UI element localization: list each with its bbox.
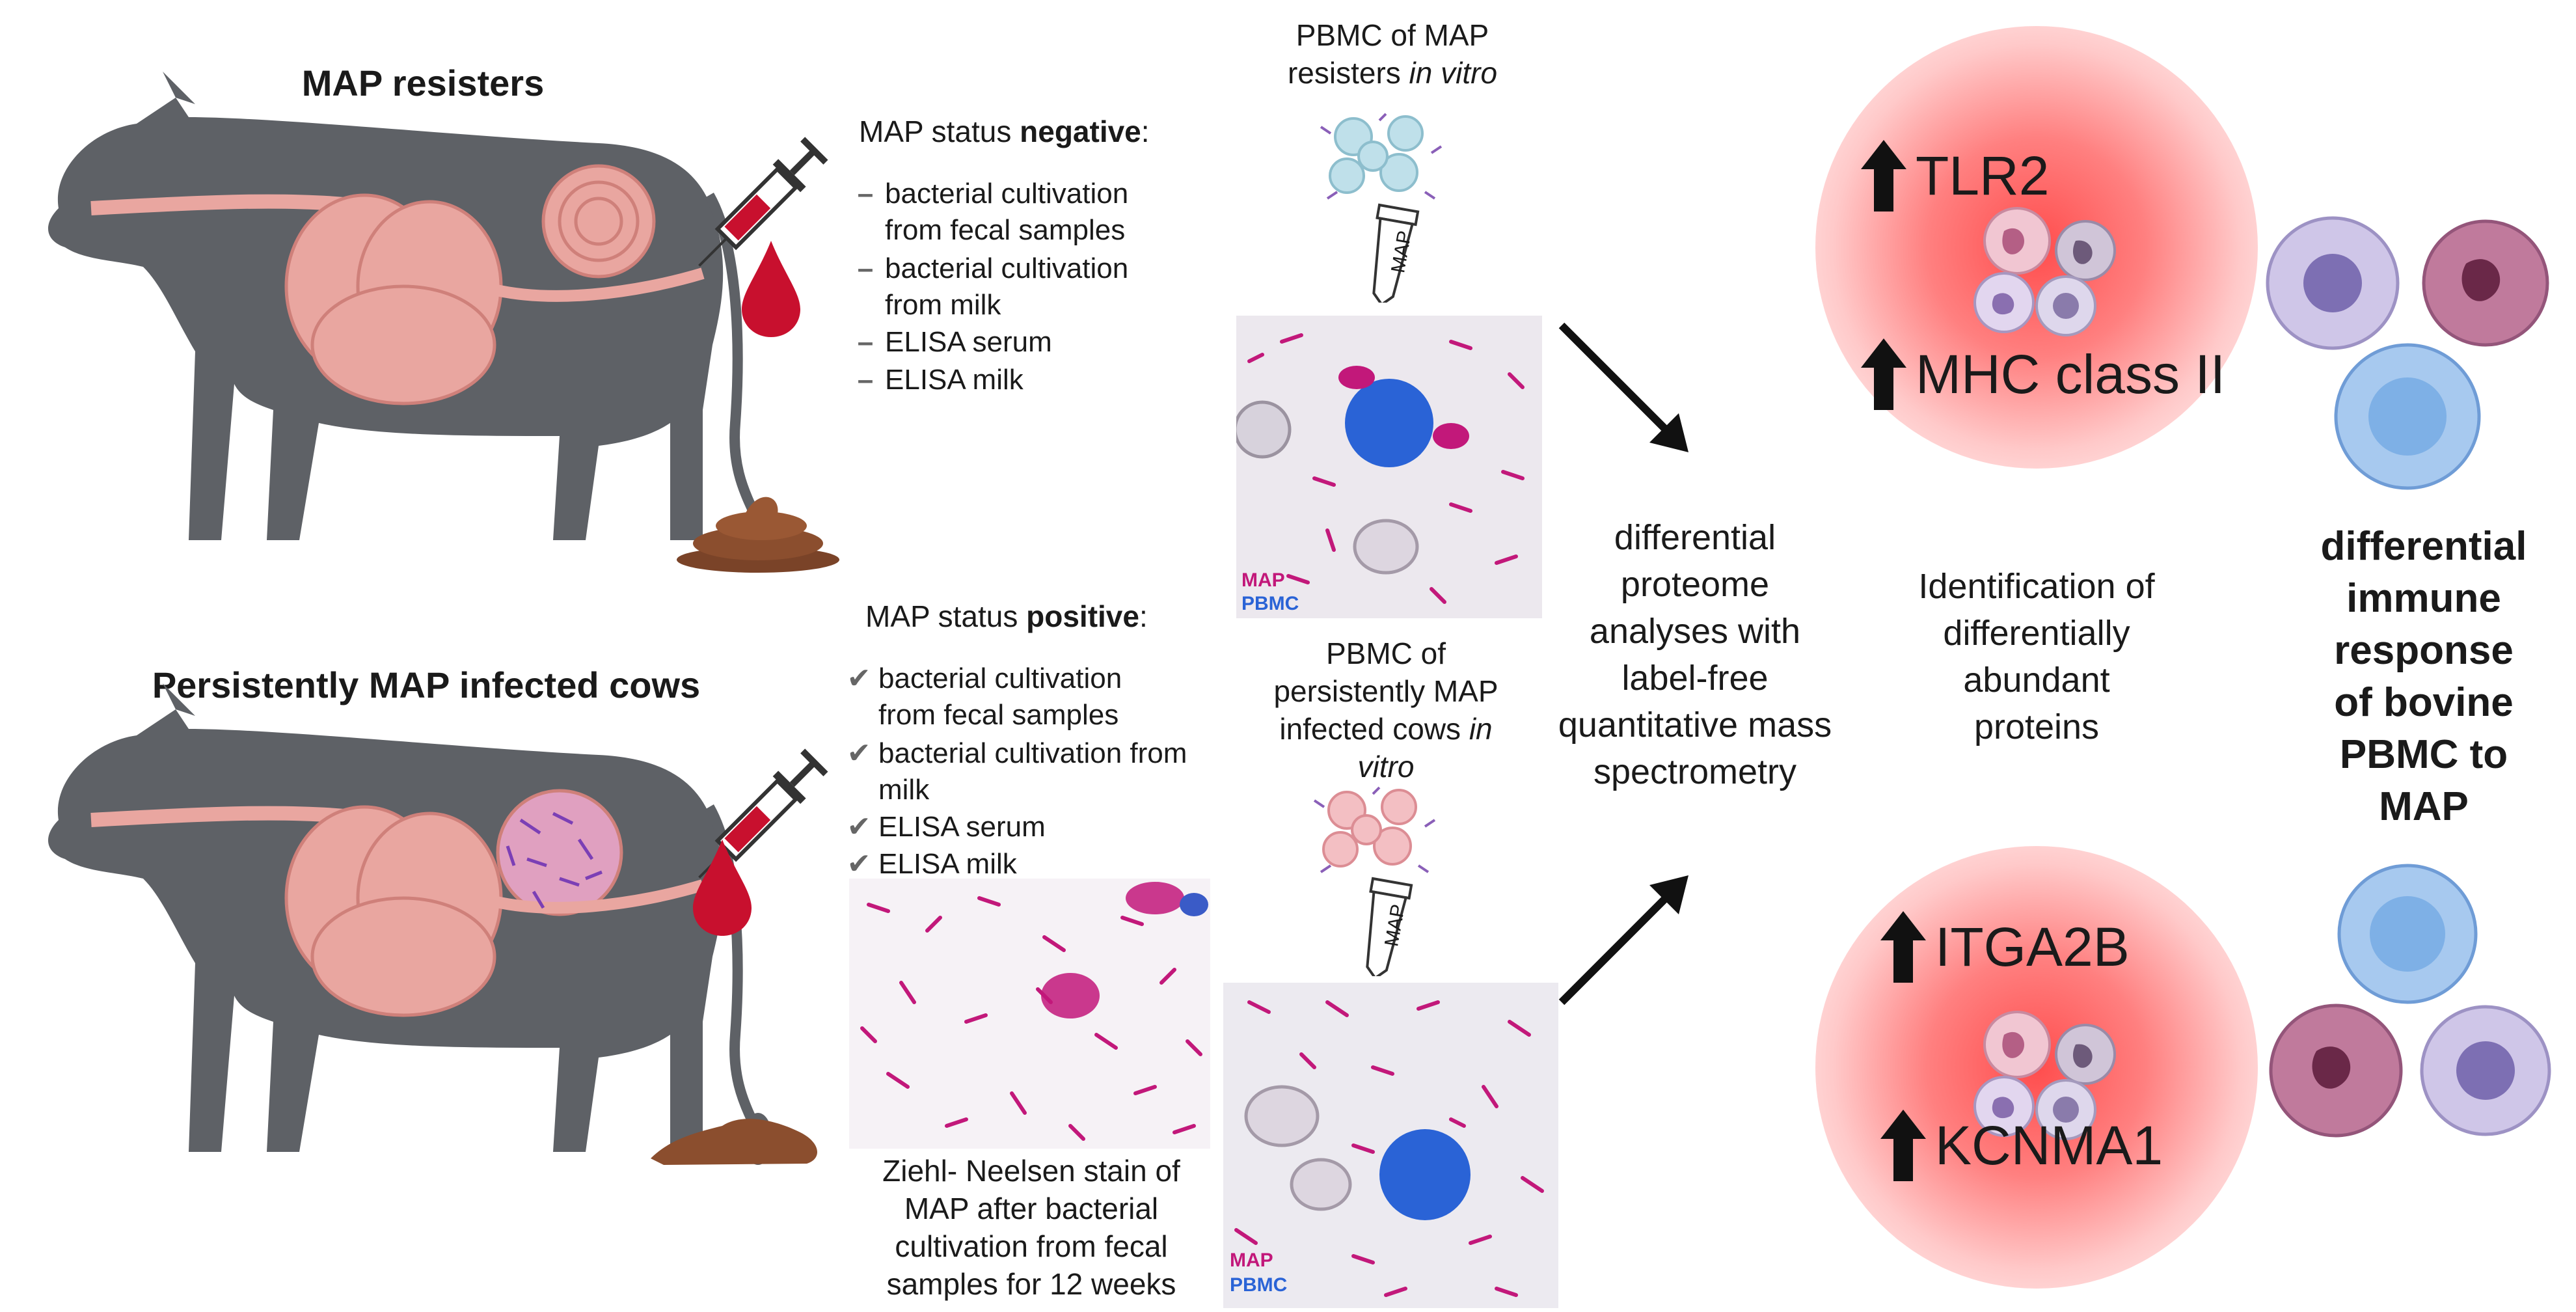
map-stain-label: MAP — [1241, 569, 1285, 591]
infected-micrograph: MAP PBMC — [1223, 983, 1558, 1308]
up-arrow-icon-4 — [1880, 1110, 1926, 1181]
positive-criterion-4: ✔ELISA milk — [847, 848, 1017, 880]
syringe-icon — [698, 137, 828, 267]
resisters-micrograph: MAP PBMC — [1236, 316, 1542, 618]
protein-itga2b: ITGA2B — [1880, 911, 2130, 983]
protein-tlr2: TLR2 — [1861, 140, 2049, 212]
pbmc-stain-label-2: PBMC — [1230, 1274, 1288, 1296]
positive-status-heading: MAP status positive: — [865, 599, 1148, 633]
syringe-icon-2 — [698, 748, 828, 879]
infected-stain — [1234, 1000, 1544, 1297]
resisters-stain — [1236, 333, 1525, 604]
up-arrow-icon-2 — [1861, 338, 1906, 410]
infected-bacteria — [506, 812, 603, 909]
immune-cells-right-top — [2266, 216, 2549, 490]
resisters-title: MAP resisters — [301, 62, 545, 103]
blood-drop-icon — [742, 241, 800, 337]
stained-bacteria — [860, 882, 1208, 1141]
up-arrow-icon-3 — [1880, 911, 1926, 983]
ziehl-neelsen-micrograph — [849, 879, 1210, 1149]
immune-cells-cluster-top — [1973, 207, 2116, 336]
protein-mhc-class-ii: MHC class II — [1861, 338, 2225, 410]
gut-illustration — [90, 164, 705, 405]
immune-cells-cluster-bottom — [1973, 1011, 2116, 1140]
pbmc-stain-label: PBMC — [1241, 593, 1299, 614]
pbmc-infected-tube-icon — [1313, 786, 1436, 976]
arrow-up-right-icon — [1558, 875, 1688, 1005]
negative-criterion-3: –ELISA serum — [857, 326, 1052, 358]
negative-criterion-4: –ELISA milk — [857, 364, 1024, 396]
protein-kcnma1: KCNMA1 — [1880, 1110, 2163, 1181]
infected-title: Persistently MAP infected cows — [152, 664, 701, 705]
pbmc-cells-tube-icon — [1320, 113, 1443, 303]
infected-cow-illustration — [47, 683, 772, 1165]
positive-criterion-3: ✔ELISA serum — [847, 811, 1046, 843]
map-stain-label-2: MAP — [1230, 1250, 1273, 1271]
feces-icon — [677, 497, 839, 573]
negative-status-heading: MAP status negative: — [859, 115, 1150, 148]
immune-cells-right-bottom — [2269, 864, 2551, 1138]
up-arrow-icon — [1861, 140, 1906, 212]
resister-cow-illustration — [47, 72, 772, 553]
feces-icon-2 — [651, 1119, 818, 1165]
arrow-down-right-icon — [1558, 322, 1688, 452]
blood-drop-icon-2 — [693, 840, 752, 936]
